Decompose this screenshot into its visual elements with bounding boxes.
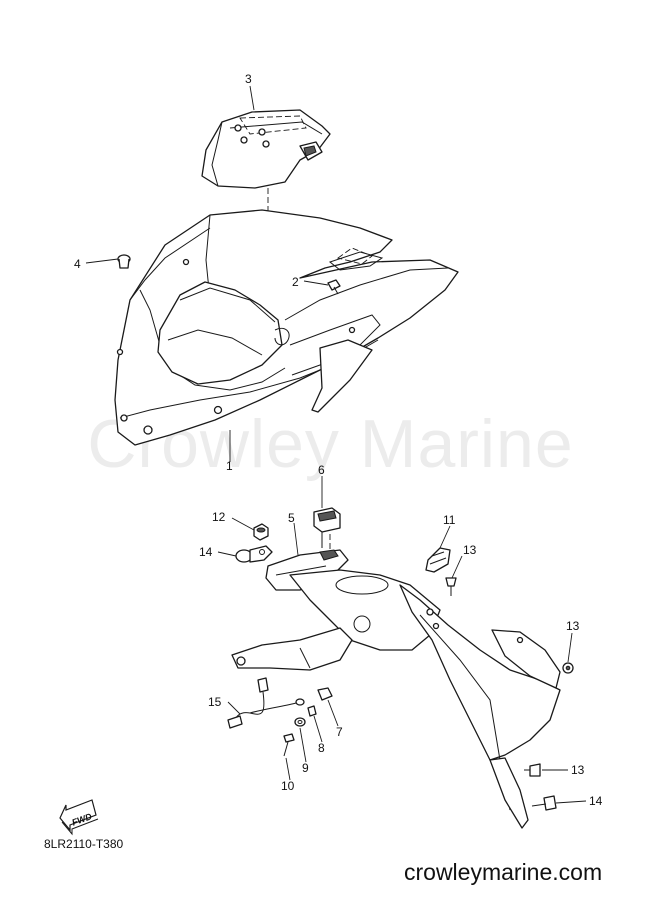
callout-15: 15 (208, 695, 222, 709)
callout-4: 4 (74, 257, 81, 271)
part-16-clip[interactable] (235, 545, 273, 563)
part-13-rivet-lower[interactable] (524, 763, 541, 777)
part-5-bracket[interactable] (265, 549, 349, 591)
part-12-nut[interactable] (253, 523, 269, 541)
part-15-harness[interactable] (227, 677, 305, 729)
fwd-arrow-icon: FWD (59, 799, 99, 836)
diagram-code: 8LR2110-T380 (44, 837, 124, 851)
callout-3: 3 (245, 72, 252, 86)
part-1-front-cowling[interactable] (114, 209, 459, 446)
part-9-washer[interactable] (294, 717, 306, 727)
callout-6: 6 (318, 463, 325, 477)
part-13-rivet-right[interactable] (562, 662, 574, 674)
part-rear-housing[interactable] (231, 569, 561, 829)
callout-1: 1 (226, 459, 233, 473)
part-13-rivet-upper[interactable] (445, 577, 457, 596)
part-10-bolt[interactable] (283, 733, 295, 757)
part-8-collar[interactable] (307, 705, 317, 717)
part-6-switch[interactable] (313, 507, 341, 548)
callout-13-upper: 13 (463, 543, 477, 557)
callout-14: 14 (589, 794, 603, 808)
callout-8: 8 (318, 741, 325, 755)
callout-16: 14 (199, 545, 213, 559)
callout-2: 2 (292, 275, 299, 289)
part-14-screw[interactable] (531, 795, 557, 811)
part-7-clip[interactable] (317, 687, 333, 701)
callout-13-right: 13 (566, 619, 580, 633)
leader-lines (85, 85, 587, 804)
callout-5: 5 (288, 511, 295, 525)
part-4-grommet[interactable] (117, 254, 131, 269)
part-2-screw[interactable] (327, 279, 341, 295)
callout-13-lower: 13 (571, 763, 585, 777)
part-3-meter-cover[interactable] (201, 109, 331, 189)
callout-9: 9 (302, 761, 309, 775)
part-11-lens[interactable] (425, 547, 451, 573)
callout-7: 7 (336, 725, 343, 739)
site-url[interactable]: crowleymarine.com (404, 859, 603, 885)
callout-12: 12 (212, 510, 226, 524)
callout-11: 11 (443, 513, 456, 527)
callout-10: 10 (281, 779, 295, 793)
